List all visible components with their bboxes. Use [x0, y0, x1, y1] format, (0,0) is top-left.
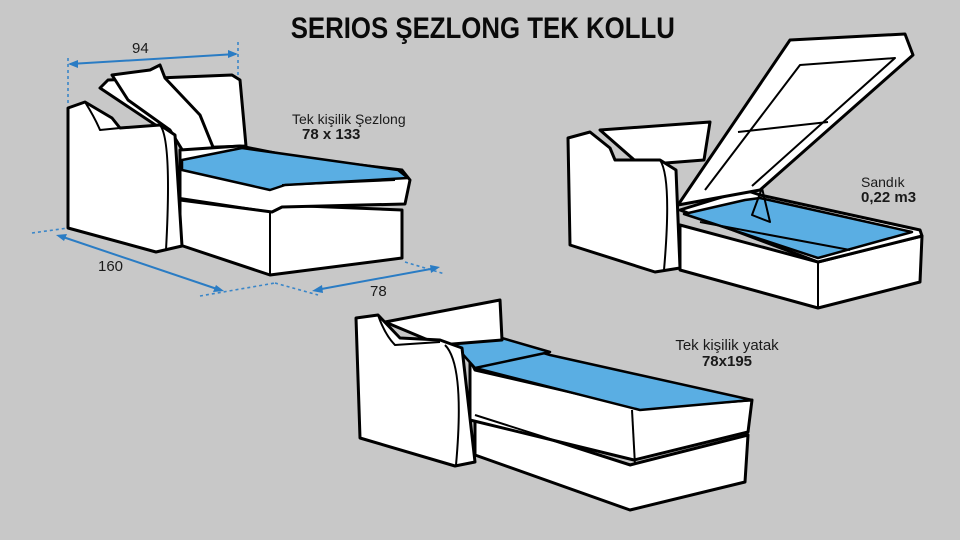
storage-volume: 0,22 m3 [861, 188, 917, 206]
dimension-78-label: 78 [370, 283, 387, 300]
storage-label-text: Sandık [861, 174, 905, 190]
chaise-label: Tek kişilik Şezlong 78 x 133 [292, 112, 406, 142]
dimension-78 [274, 261, 446, 296]
bed-label-text: Tek kişilik yatak [675, 337, 779, 354]
bed-size: 78x195 [701, 352, 753, 370]
dimension-160 [31, 227, 276, 297]
dimension-160-label: 160 [98, 258, 124, 275]
chaise-size: 78 x 133 [302, 125, 361, 143]
bed-label: Tek kişilik yatak 78x195 [662, 338, 792, 370]
chaise-label-text: Tek kişilik Şezlong [292, 111, 406, 127]
page-title: SERIOS ŞEZLONG TEK KOLLU [290, 12, 675, 45]
storage-label: Sandık 0,22 m3 [861, 175, 916, 205]
dimension-94-label: 94 [132, 40, 149, 57]
